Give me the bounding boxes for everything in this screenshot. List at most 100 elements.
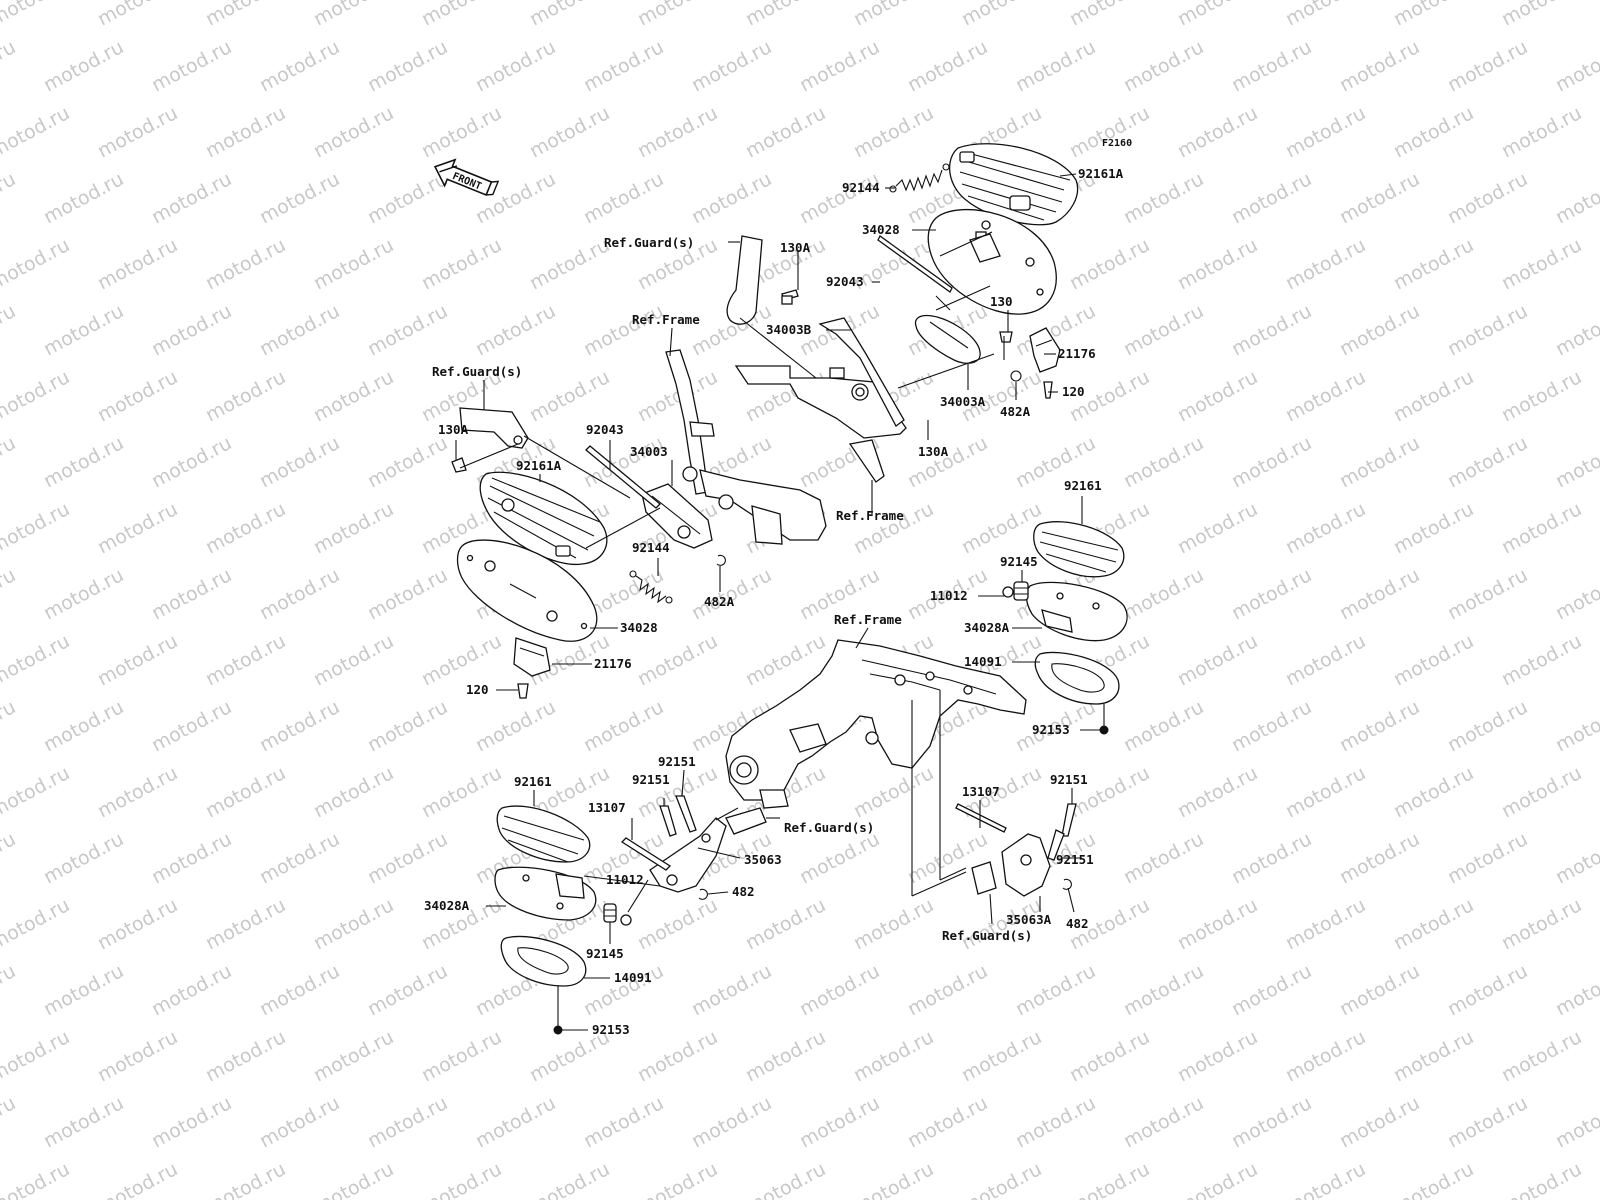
watermark-text: motod.ru [472, 300, 559, 360]
watermark-text: motod.ru [364, 828, 451, 888]
watermark-text: motod.ru [1174, 0, 1261, 30]
label-120-top: 120 [1062, 384, 1085, 399]
watermark-text: motod.ru [1282, 1158, 1369, 1200]
label-92144-top: 92144 [842, 180, 880, 195]
watermark-text: motod.ru [1552, 564, 1600, 624]
watermark-text: motod.ru [1012, 960, 1099, 1020]
watermark-text: motod.ru [1498, 498, 1585, 558]
bracket-35063A [971, 833, 1051, 897]
watermark-text: motod.ru [40, 432, 127, 492]
watermark-text: motod.ru [1390, 1158, 1477, 1200]
watermark-text: motod.ru [418, 762, 505, 822]
label-35063A: 35063A [1006, 912, 1052, 927]
label-ref-guard-low: Ref.Guard(s) [942, 928, 1032, 943]
watermark-text: motod.ru [148, 1092, 235, 1152]
frame-lower [725, 639, 1027, 809]
watermark-text: motod.ru [1498, 102, 1585, 162]
watermark-text: motod.ru [40, 696, 127, 756]
watermark-text: motod.ru [94, 102, 181, 162]
watermark-text: motod.ru [850, 1026, 937, 1086]
watermark-text: motod.ru [202, 498, 289, 558]
watermark-text: motod.ru [0, 762, 73, 822]
watermark-text: motod.ru [0, 498, 73, 558]
watermark-text: motod.ru [94, 1026, 181, 1086]
watermark-text: motod.ru [364, 564, 451, 624]
watermark-text: motod.ru [1390, 0, 1477, 30]
watermark-text: motod.ru [634, 630, 721, 690]
watermark-text: motod.ru [1336, 300, 1423, 360]
watermark-text: motod.ru [1228, 828, 1315, 888]
watermark-text: motod.ru [526, 1158, 613, 1200]
watermark-text: motod.ru [364, 300, 451, 360]
pin-13107-right [955, 803, 1007, 833]
watermark-text: motod.ru [0, 102, 73, 162]
watermark-text: motod.ru [688, 36, 775, 96]
label-92153-left: 92153 [592, 1022, 630, 1037]
watermark-text: motod.ru [40, 300, 127, 360]
label-92043-left: 92043 [586, 422, 624, 437]
watermark-text: motod.ru [0, 168, 19, 228]
watermark-text: motod.ru [1552, 696, 1600, 756]
watermark-text: motod.ru [310, 630, 397, 690]
bolt-130A-left [451, 457, 467, 473]
watermark-text: motod.ru [1174, 1158, 1261, 1200]
nut-92153-left [553, 1025, 563, 1035]
watermark-text: motod.ru [1336, 432, 1423, 492]
watermark-text: motod.ru [310, 0, 397, 30]
floorboard-plate-top-right [927, 208, 1057, 315]
watermark-text: motod.ru [1282, 1026, 1369, 1086]
watermark-text: motod.ru [94, 894, 181, 954]
watermark-text: motod.ru [1228, 696, 1315, 756]
watermark-text: motod.ru [1174, 762, 1261, 822]
label-482A-top: 482A [1000, 404, 1031, 419]
watermark-text: motod.ru [202, 102, 289, 162]
watermark-text: motod.ru [1444, 168, 1531, 228]
watermark-text: motod.ru [148, 432, 235, 492]
watermark-text: motod.ru [202, 0, 289, 30]
pin-13107-left [620, 837, 672, 871]
watermark-text: motod.ru [0, 432, 19, 492]
watermark-text: motod.ru [1444, 960, 1531, 1020]
watermark-text: motod.ru [688, 168, 775, 228]
watermark-text: motod.ru [0, 1158, 73, 1200]
watermark-text: motod.ru [310, 1026, 397, 1086]
watermark-text: motod.ru [148, 828, 235, 888]
watermark-text: motod.ru [1120, 960, 1207, 1020]
watermark-text: motod.ru [256, 168, 343, 228]
floorboard-pad-right [1034, 651, 1120, 705]
watermark-text: motod.ru [1336, 36, 1423, 96]
watermark-text: motod.ru [1552, 432, 1600, 492]
watermark-text: motod.ru [256, 432, 343, 492]
watermark-text: motod.ru [796, 36, 883, 96]
watermark-text: motod.ru [472, 696, 559, 756]
label-ref-frame-top: Ref.Frame [632, 312, 700, 327]
watermark-text: motod.ru [1282, 0, 1369, 30]
watermark-text: motod.ru [1282, 498, 1369, 558]
label-92043-top: 92043 [826, 274, 864, 289]
stopper-left [513, 637, 551, 677]
label-34028-left: 34028 [620, 620, 658, 635]
watermark-text: motod.ru [148, 696, 235, 756]
watermark-text: motod.ru [580, 36, 667, 96]
watermark-text: motod.ru [94, 1158, 181, 1200]
watermark-text: motod.ru [1174, 234, 1261, 294]
watermark-text: motod.ru [202, 366, 289, 426]
watermark-text: motod.ru [1336, 696, 1423, 756]
watermark-text: motod.ru [0, 696, 19, 756]
watermark-text: motod.ru [1282, 894, 1369, 954]
watermark-text: motod.ru [472, 1092, 559, 1152]
watermark-text: motod.ru [1120, 564, 1207, 624]
floorboard-cover-right [1033, 521, 1125, 578]
label-92144-left: 92144 [632, 540, 670, 555]
floorboard-pad-lower-left [500, 935, 587, 987]
watermark-text: motod.ru [256, 1092, 343, 1152]
label-34003A: 34003A [940, 394, 986, 409]
watermark-text: motod.ru [526, 102, 613, 162]
label-34003: 34003 [630, 444, 668, 459]
bracket-35063 [649, 817, 727, 893]
watermark-text: motod.ru [1444, 432, 1531, 492]
label-482A-left: 482A [704, 594, 735, 609]
watermark-text: motod.ru [1228, 432, 1315, 492]
watermark-text: motod.ru [1444, 36, 1531, 96]
label-92153-right: 92153 [1032, 722, 1070, 737]
